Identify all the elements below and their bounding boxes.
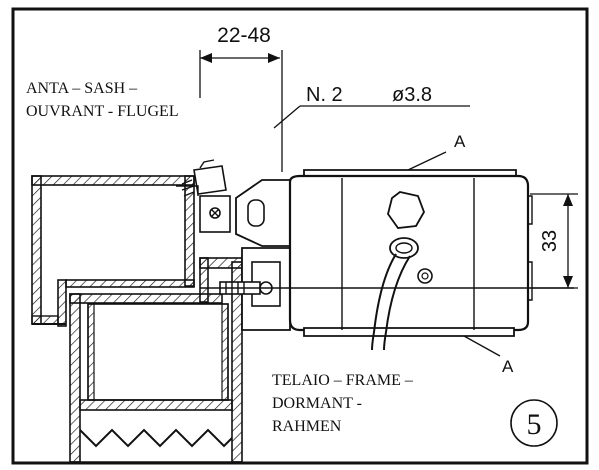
frame-label-line3: RAHMEN <box>272 418 342 435</box>
drawing-border <box>11 7 589 465</box>
dimension-width: 22-48 <box>199 24 283 172</box>
callout-a-top: A <box>407 132 466 171</box>
dimension-width-label: 22-48 <box>217 24 271 47</box>
sash-label-line1: ANTA – SASH – <box>26 80 138 97</box>
frame-label-line2: DORMANT - <box>272 395 362 412</box>
figure-number-badge: 5 <box>510 399 558 447</box>
closer-body <box>200 169 574 351</box>
frame-label-line1: TELAIO – FRAME – <box>272 372 414 389</box>
circled-number-icon <box>510 399 558 447</box>
screw-spec-count: N. 2 <box>306 84 343 106</box>
frame-profile <box>69 257 243 463</box>
sash-profile <box>31 159 231 327</box>
dimension-height: 33 <box>530 193 578 289</box>
frame-label: TELAIO – FRAME – DORMANT - RAHMEN <box>272 372 414 435</box>
sash-label-line2: OUVRANT - FLUGEL <box>26 103 179 120</box>
mounting-bracket <box>219 179 293 331</box>
screw-spec-diameter: ø3.8 <box>392 84 432 106</box>
callout-a-bottom-label: A <box>502 357 514 376</box>
callout-a-bottom: A <box>463 335 514 376</box>
screw-spec-callout: N. 2 ø3.8 <box>273 84 470 129</box>
callout-a-top-label: A <box>454 132 466 151</box>
figure-number-label: 5 <box>527 408 542 441</box>
sash-label: ANTA – SASH – OUVRANT - FLUGEL <box>26 80 179 120</box>
dimension-height-label: 33 <box>539 230 561 252</box>
